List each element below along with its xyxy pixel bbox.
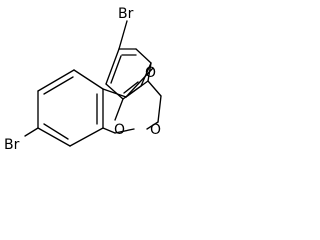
bridge-bond [157,95,162,123]
upper-ring-bond [140,62,152,87]
br-top-label: Br [118,6,134,22]
lower-ring-bond [73,69,104,90]
bridging-bonds [102,62,162,134]
upper-ring-bond [105,83,124,100]
lower-ring-bond [69,127,104,147]
lower-ring-double-bond [43,123,69,140]
bridge-bond [147,80,162,97]
upper-ring-double-bond [123,81,139,94]
bottom-br-bond [24,127,39,137]
bridge-bond [114,98,124,121]
lower-ring-bond [37,69,75,92]
lower-ring-bond [37,127,71,147]
br-bottom-label: Br [4,137,20,153]
upper-ring-bond [105,48,120,85]
bridge-bond [125,67,154,98]
upper-aromatic-ring [105,20,152,100]
lower-aromatic-ring [24,69,104,147]
upper-ring-bond [135,48,152,64]
structure-diagram: Br Br O O O [0,0,196,157]
top-br-bond [118,20,128,50]
bridge-bond [125,80,149,98]
bridge-bond [146,121,159,130]
molecule-svg: Br Br O O O [0,0,196,157]
oxygen-upper-label: O [145,65,156,81]
bridge-bond [114,128,135,134]
bridge-bond [147,62,152,82]
bridge-bond [102,127,116,134]
upper-ring-double-bond [110,55,122,84]
oxygen-lower-right-label: O [150,122,161,138]
lower-ring-double-bond [43,76,74,95]
bridge-bond [102,88,127,98]
oxygen-lower-left-label: O [114,122,125,138]
